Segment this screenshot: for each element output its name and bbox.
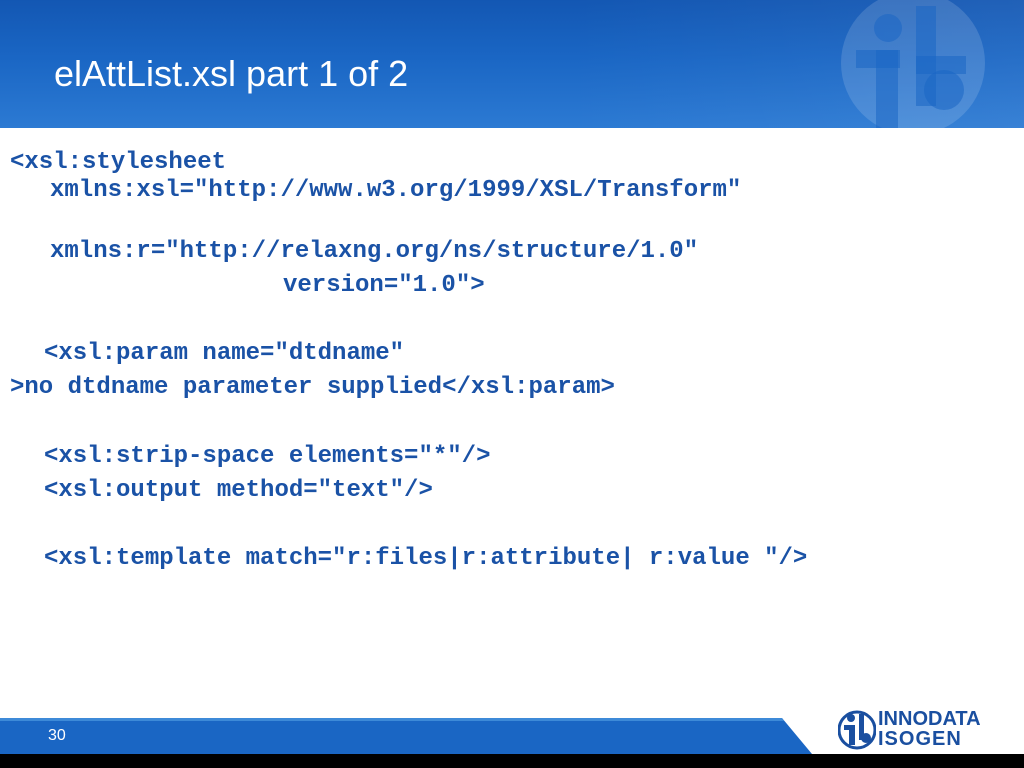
logo-text-innodata: INNODATA <box>878 708 981 730</box>
code-line: <xsl:strip-space elements="*"/> <box>44 443 491 470</box>
footer-bottom-strip <box>0 754 1024 768</box>
footer-bar <box>0 718 812 754</box>
code-line: >no dtdname parameter supplied</xsl:para… <box>10 374 615 401</box>
slide-header: elAttList.xsl part 1 of 2 <box>0 0 1024 128</box>
brand-mark-icon <box>841 0 985 128</box>
page-number: 30 <box>48 727 66 744</box>
innodata-logo-icon <box>838 710 876 750</box>
code-block: <xsl:stylesheet xmlns:xsl="http://www.w3… <box>10 149 808 572</box>
code-line: <xsl:param name="dtdname" <box>44 340 405 367</box>
logo-text-isogen: ISOGEN <box>878 728 962 750</box>
code-line: <xsl:output method="text"/> <box>44 477 433 504</box>
code-line: xmlns:xsl="http://www.w3.org/1999/XSL/Tr… <box>50 177 742 204</box>
code-line: version="1.0"> <box>283 272 485 299</box>
code-line: <xsl:template match="r:files|r:attribute… <box>44 545 808 572</box>
innodata-isogen-logo: INNODATA ISOGEN <box>838 708 1008 754</box>
code-line: <xsl:stylesheet <box>10 149 227 176</box>
slide-title: elAttList.xsl part 1 of 2 <box>54 53 409 94</box>
header-shade <box>0 0 1024 128</box>
code-line: xmlns:r="http://relaxng.org/ns/structure… <box>50 238 699 265</box>
